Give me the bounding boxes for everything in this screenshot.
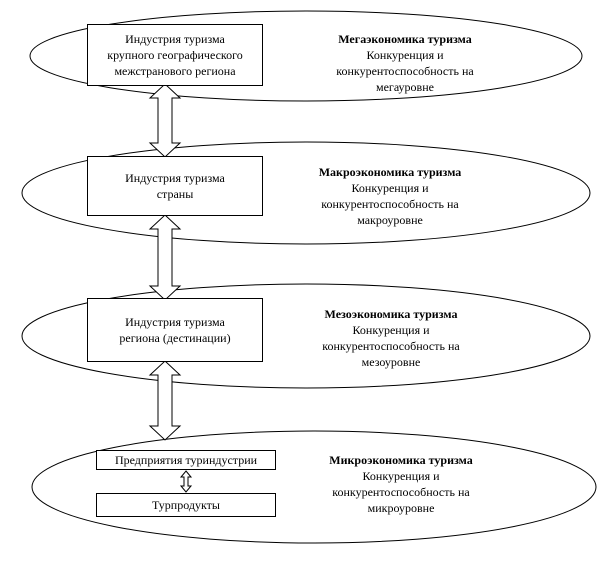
macro-desc-line-2: конкурентоспособность на	[321, 197, 459, 211]
meso-description: Мезоэкономика туризма Конкуренция и конк…	[286, 306, 496, 370]
mega-desc-line-2: конкурентоспособность на	[336, 64, 474, 78]
macro-industry-box: Индустрия туризма страны	[87, 156, 263, 216]
macro-box-line-1: Индустрия туризма	[125, 171, 225, 185]
meso-title: Мезоэкономика туризма	[324, 307, 458, 321]
micro-title: Микроэкономика туризма	[329, 453, 473, 467]
macro-desc-line-3: макроуровне	[357, 213, 423, 227]
micro-desc-line-3: микроуровне	[367, 501, 435, 515]
double-arrow-meso-micro	[148, 360, 182, 441]
meso-box-line-1: Индустрия туризма	[125, 315, 225, 329]
meso-industry-box: Индустрия туризма региона (дестинации)	[87, 298, 263, 362]
macro-desc-line-1: Конкуренция и	[351, 181, 429, 195]
mega-box-line-1: Индустрия туризма	[125, 32, 225, 46]
micro-products-box: Турпродукты	[96, 493, 276, 517]
macro-box-line-2: страны	[156, 187, 194, 201]
micro-desc-line-1: Конкуренция и	[362, 469, 440, 483]
meso-box-line-2: региона (дестинации)	[119, 331, 231, 345]
mega-box-line-2: крупного географического	[107, 48, 243, 62]
micro-enterprises-label: Предприятия туриндустрии	[114, 453, 258, 467]
double-arrow-mega-macro	[148, 83, 182, 158]
mega-box-line-3: межстранового региона	[114, 64, 236, 78]
micro-desc-line-2: конкурентоспособность на	[332, 485, 470, 499]
macro-title: Макроэкономика туризма	[318, 165, 462, 179]
meso-desc-line-3: мезоуровне	[361, 355, 421, 369]
micro-products-label: Турпродукты	[152, 498, 220, 512]
mega-description: Мегаэкономика туризма Конкуренция и конк…	[300, 31, 510, 95]
mega-title: Мегаэкономика туризма	[338, 32, 472, 46]
mega-desc-line-1: Конкуренция и	[366, 48, 444, 62]
mega-desc-line-3: мегауровне	[376, 80, 434, 94]
double-arrow-enterprises-products	[179, 470, 193, 493]
double-arrow-macro-meso	[148, 214, 182, 301]
micro-enterprises-box: Предприятия туриндустрии	[96, 450, 276, 470]
micro-description: Микроэкономика туризма Конкуренция и кон…	[296, 452, 506, 516]
meso-desc-line-1: Конкуренция и	[352, 323, 430, 337]
mega-industry-box: Индустрия туризма крупного географическо…	[87, 24, 263, 86]
meso-desc-line-2: конкурентоспособность на	[322, 339, 460, 353]
macro-description: Макроэкономика туризма Конкуренция и кон…	[285, 164, 495, 228]
